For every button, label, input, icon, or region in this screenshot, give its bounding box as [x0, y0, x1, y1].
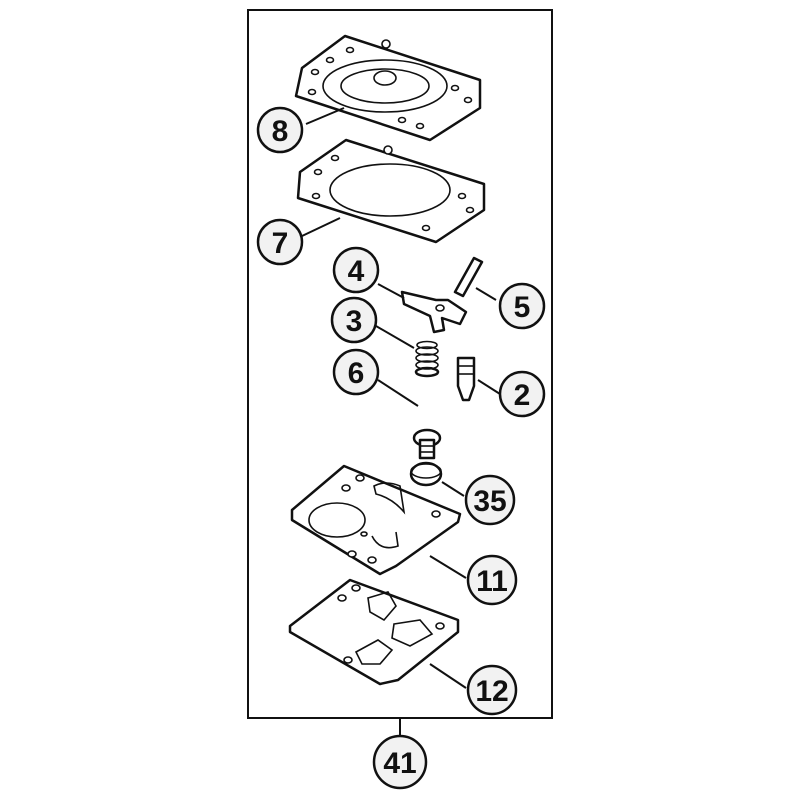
- callout-35: 35: [464, 474, 516, 526]
- callout-5-label: 5: [514, 291, 531, 324]
- callout-11: 11: [466, 554, 518, 606]
- callout-4-label: 4: [348, 255, 365, 288]
- callout-7: 7: [256, 218, 304, 266]
- callout-6: 6: [332, 348, 380, 396]
- part-5-pin: [453, 256, 484, 298]
- callout-41-label: 41: [383, 747, 416, 780]
- part-35-plug: [409, 461, 443, 487]
- callout-7-label: 7: [272, 227, 289, 260]
- callout-41: 41: [372, 734, 428, 790]
- callout-6-label: 6: [348, 357, 365, 390]
- part-4-lever: [400, 290, 468, 334]
- callout-5: 5: [498, 282, 546, 330]
- callout-12-label: 12: [475, 675, 508, 708]
- leader-lines: [301, 107, 501, 689]
- part-7-gasket: [296, 138, 486, 244]
- part-12-gasket: [288, 578, 460, 686]
- part-11-gasket: [290, 464, 462, 576]
- part-8-diaphragm: [294, 34, 482, 142]
- callout-11-label: 11: [476, 565, 508, 598]
- callout-2-label: 2: [514, 379, 531, 412]
- part-3-spring: [414, 340, 440, 378]
- callout-35-label: 35: [473, 485, 506, 518]
- part-6-screw: [412, 428, 442, 460]
- callout-12: 12: [466, 664, 518, 716]
- callout-2: 2: [498, 370, 546, 418]
- callout-8: 8: [256, 106, 304, 154]
- callout-8-label: 8: [272, 115, 289, 148]
- callout-3: 3: [330, 296, 378, 344]
- callout-3-label: 3: [346, 305, 363, 338]
- callout-4: 4: [332, 246, 380, 294]
- part-2-needle: [456, 356, 476, 402]
